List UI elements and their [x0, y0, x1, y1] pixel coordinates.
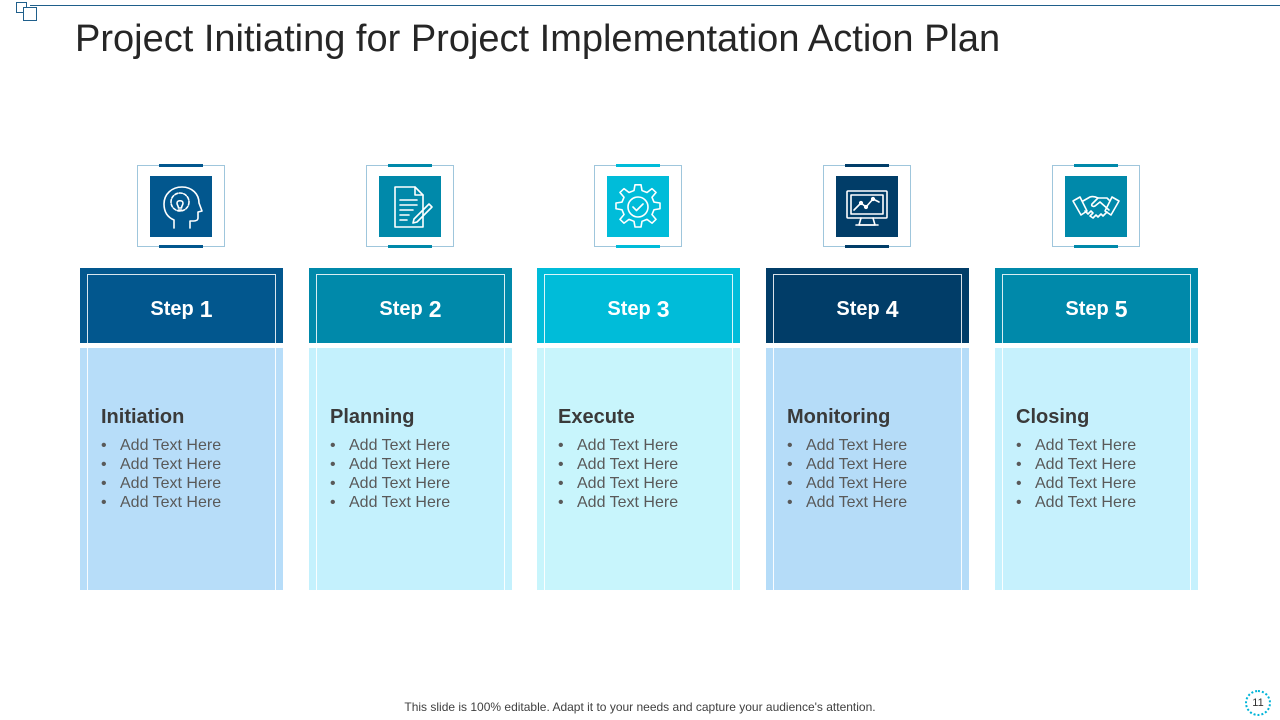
step-body-5: Closing Add Text Here Add Text Here Add …: [995, 348, 1198, 590]
bullet-item: Add Text Here: [787, 436, 962, 455]
step-body-2: Planning Add Text Here Add Text Here Add…: [309, 348, 512, 590]
slide-title: Project Initiating for Project Implement…: [75, 18, 1001, 60]
head-lightbulb-gear-icon: [150, 176, 212, 237]
bullet-item: Add Text Here: [101, 474, 276, 493]
step-body-4: Monitoring Add Text Here Add Text Here A…: [766, 348, 969, 590]
bullet-item: Add Text Here: [787, 474, 962, 493]
bullet-item: Add Text Here: [1016, 493, 1191, 512]
handshake-icon: [1065, 176, 1127, 237]
step-body-3: Execute Add Text Here Add Text Here Add …: [537, 348, 740, 590]
step-number: 4: [885, 295, 899, 322]
bullet-item: Add Text Here: [1016, 474, 1191, 493]
bullet-item: Add Text Here: [787, 493, 962, 512]
step-label: Step: [150, 297, 194, 320]
page-number: 11: [1245, 690, 1271, 716]
bullet-item: Add Text Here: [101, 493, 276, 512]
document-pencil-icon: [379, 176, 441, 237]
bullet-item: Add Text Here: [558, 455, 733, 474]
bullet-item: Add Text Here: [101, 455, 276, 474]
bullet-item: Add Text Here: [330, 436, 505, 455]
step-heading: Planning: [330, 406, 415, 428]
bullet-item: Add Text Here: [330, 455, 505, 474]
step-number: 3: [656, 295, 670, 322]
top-rule: [30, 5, 1280, 6]
step-heading: Closing: [1016, 406, 1090, 428]
step-number: 2: [428, 295, 442, 322]
bullet-item: Add Text Here: [558, 493, 733, 512]
bullet-item: Add Text Here: [1016, 436, 1191, 455]
icon-frame: [823, 164, 911, 248]
corner-squares-icon: [16, 2, 40, 22]
step-body-1: Initiation Add Text Here Add Text Here A…: [80, 348, 283, 590]
bullet-item: Add Text Here: [330, 474, 505, 493]
step-label: Step: [607, 297, 651, 320]
step-number: 1: [199, 295, 213, 322]
icon-frame: [366, 164, 454, 248]
footer-note: This slide is 100% editable. Adapt it to…: [404, 700, 876, 714]
bullet-item: Add Text Here: [787, 455, 962, 474]
step-heading: Monitoring: [787, 406, 891, 428]
icon-frame: [137, 164, 225, 248]
gear-check-icon: [607, 176, 669, 237]
step-label: Step: [379, 297, 423, 320]
monitor-chart-icon: [836, 176, 898, 237]
bullet-item: Add Text Here: [1016, 455, 1191, 474]
step-heading: Execute: [558, 406, 635, 428]
icon-frame: [594, 164, 682, 248]
bullet-item: Add Text Here: [558, 436, 733, 455]
step-label: Step: [1065, 297, 1109, 320]
icon-frame: [1052, 164, 1140, 248]
step-heading: Initiation: [101, 406, 185, 428]
step-label: Step: [836, 297, 880, 320]
step-number: 5: [1114, 295, 1128, 322]
bullet-item: Add Text Here: [101, 436, 276, 455]
bullet-item: Add Text Here: [330, 493, 505, 512]
bullet-item: Add Text Here: [558, 474, 733, 493]
